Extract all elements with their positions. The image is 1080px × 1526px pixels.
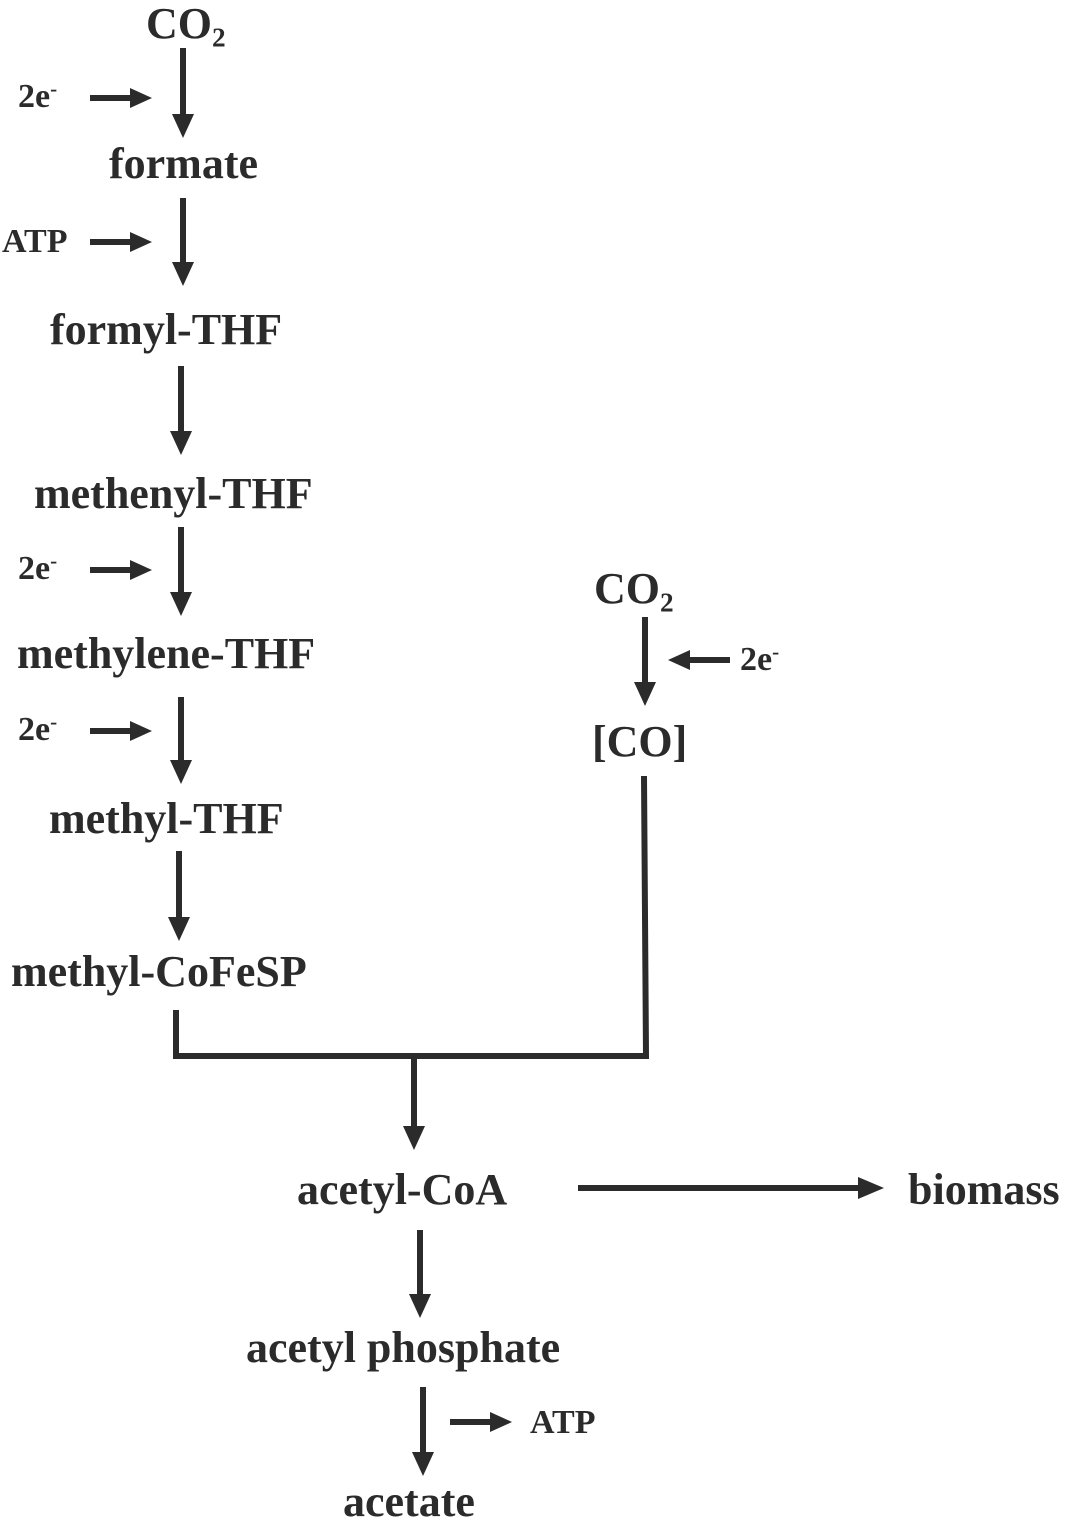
electrons-right-superscript: - [772,639,780,664]
arrow-formate-to-formyl-thf [172,198,194,286]
cofactor-electrons-2: 2e- [18,550,57,587]
metabolite-acetyl-coa: acetyl-CoA [297,1165,508,1214]
arrow-methylene-thf-to-methyl-thf [170,697,192,784]
cofactor-atp-input: ATP [2,223,68,260]
electrons-1-superscript: - [50,76,58,101]
product-biomass: biomass [908,1165,1060,1214]
metabolite-formate: formate [109,139,259,188]
co2-top-base: CO [146,0,212,48]
arrow-methenyl-thf-to-methylene-thf [170,527,192,616]
metabolite-methenyl-thf: methenyl-THF [34,469,313,518]
electrons-2-base: 2e [18,550,51,587]
arrow-acetyl-coa-to-biomass [578,1177,884,1199]
metabolite-methylene-thf: methylene-THF [17,629,316,678]
metabolite-co2-right: CO2 [594,564,674,617]
cofactor-electrons-1: 2e- [18,78,57,115]
electrons-2-superscript: - [50,548,58,573]
metabolite-methyl-cofesp: methyl-CoFeSP [11,947,307,996]
electrons-1-base: 2e [18,78,51,115]
electrons-right-base: 2e [740,641,773,678]
metabolite-co: [CO] [592,717,688,766]
arrow-co2-to-formate [172,48,194,138]
arrow-co2-to-co [634,617,656,706]
electrons-3-base: 2e [18,711,51,748]
cofactor-electrons-right: 2e- [740,641,779,678]
co2-right-subscript: 2 [660,587,674,618]
metabolite-co2-top: CO2 [146,0,226,52]
arrow-acetyl-coa-to-acetyl-phosphate [409,1230,431,1318]
co2-top-subscript: 2 [212,22,226,53]
metabolite-methyl-thf: methyl-THF [49,794,284,843]
arrow-formyl-thf-to-methenyl-thf [170,366,192,455]
arrow-electrons-2 [90,560,152,580]
arrow-electrons-right [668,650,730,670]
product-acetate: acetate [343,1477,475,1526]
arrow-electrons-3 [90,721,152,741]
arrow-junction-to-acetyl-coa [403,1056,425,1150]
metabolite-formyl-thf: formyl-THF [50,305,283,354]
arrow-atp-output [450,1412,512,1432]
co2-right-base: CO [594,564,660,613]
arrow-methyl-thf-to-methyl-cofesp [168,851,190,941]
arrow-electrons-1 [90,88,152,108]
cofactor-atp-output: ATP [530,1404,596,1441]
electrons-3-superscript: - [50,709,58,734]
metabolite-acetyl-phosphate: acetyl phosphate [246,1323,561,1372]
cofactor-electrons-3: 2e- [18,711,57,748]
arrow-atp-input [90,232,152,252]
arrow-acetyl-phosphate-to-acetate [412,1387,434,1476]
